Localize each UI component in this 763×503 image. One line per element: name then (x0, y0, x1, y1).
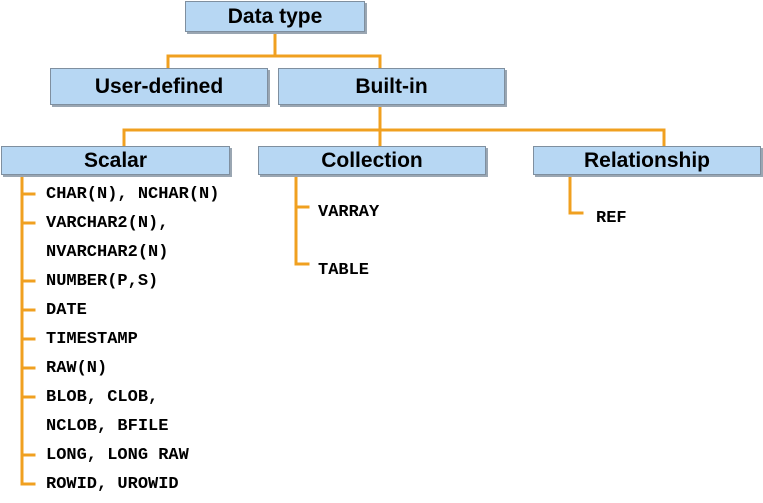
node-label: Built-in (355, 74, 428, 98)
node-label: Collection (321, 148, 423, 172)
node-user-defined: User-defined (50, 68, 268, 105)
node-scalar: Scalar (1, 146, 230, 175)
connector-collection (294, 173, 310, 266)
node-collection: Collection (258, 146, 486, 175)
collection-item: TABLE (318, 261, 370, 280)
scalar-item: NCLOB, BFILE (46, 417, 169, 436)
node-label: Scalar (83, 148, 148, 172)
scalar-item: LONG, LONG RAW (46, 446, 189, 465)
node-label: Data type (227, 4, 323, 28)
connector-built-in (122, 103, 666, 148)
root-node-data-type: Data type (185, 1, 365, 32)
connector-scalar (20, 173, 36, 486)
scalar-item: DATE (46, 301, 87, 320)
collection-item: VARRAY (318, 203, 380, 222)
connector-root (166, 30, 382, 70)
relationship-item: REF (596, 209, 627, 228)
scalar-item: RAW(N) (46, 359, 108, 378)
node-label: Relationship (583, 148, 710, 172)
scalar-item: TIMESTAMP (46, 330, 138, 349)
scalar-item: BLOB, CLOB, (46, 388, 159, 407)
node-relationship: Relationship (533, 146, 761, 175)
scalar-item: NUMBER(P,S) (46, 272, 159, 291)
node-built-in: Built-in (278, 68, 505, 105)
scalar-item: CHAR(N), NCHAR(N) (46, 185, 220, 204)
scalar-item: VARCHAR2(N), (46, 214, 169, 233)
connector-relationship (568, 173, 584, 215)
scalar-item: NVARCHAR2(N) (46, 243, 169, 262)
node-label: User-defined (94, 74, 224, 98)
scalar-item: ROWID, UROWID (46, 475, 179, 494)
